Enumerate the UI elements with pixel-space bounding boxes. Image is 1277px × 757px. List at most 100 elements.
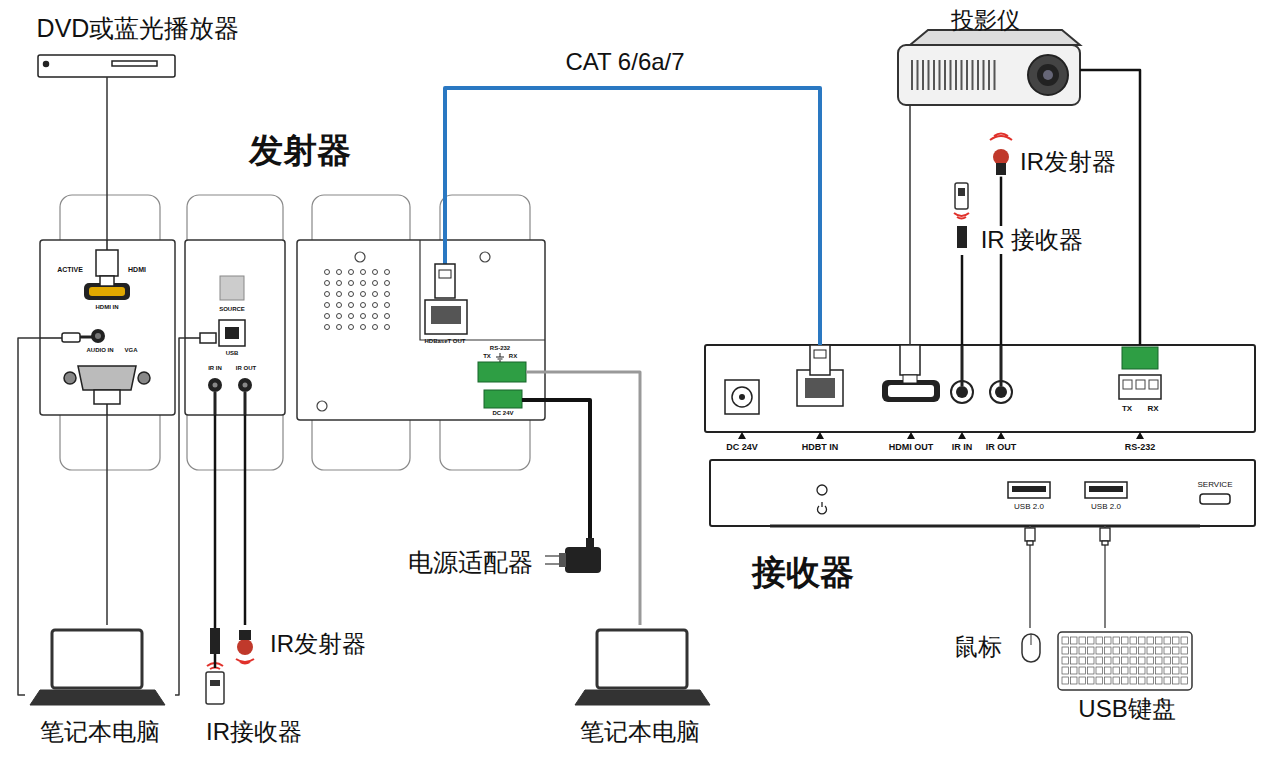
speaker-holes [337, 292, 342, 297]
usb-keyboard [1122, 637, 1129, 644]
port-label: AUDIO IN [87, 347, 114, 354]
laptop [575, 690, 710, 705]
projector [972, 60, 974, 90]
usb-keyboard [1139, 647, 1146, 654]
audio-jack [95, 333, 101, 339]
projector [961, 60, 963, 90]
rj45-port [797, 345, 843, 406]
ir-jack [213, 383, 218, 388]
wall-plate [297, 240, 545, 420]
ir-jack [995, 386, 1007, 398]
hdmi-plug [106, 240, 108, 250]
hdmi-port [89, 287, 125, 296]
speaker-holes [373, 281, 378, 286]
usb-keyboard [1088, 637, 1095, 644]
projector [988, 60, 990, 90]
usb-keyboard [1164, 647, 1171, 654]
port-label: IR IN [952, 442, 973, 452]
usb-keyboard [1113, 647, 1120, 654]
speaker-holes [385, 270, 390, 275]
usb-keyboard [1096, 657, 1103, 664]
usb-keyboard [1164, 677, 1171, 684]
port-label: VGA [124, 347, 137, 354]
usb-keyboard [1062, 637, 1069, 644]
usb-keyboard [1164, 657, 1171, 664]
projector [966, 60, 968, 90]
port-label: HDMI OUT [889, 442, 934, 452]
usb-keyboard [1088, 667, 1095, 674]
usb-plug [185, 337, 200, 339]
power-indicator [817, 485, 827, 514]
speaker-holes [349, 314, 354, 319]
ir-receiver-device [206, 672, 224, 704]
projector [950, 60, 952, 90]
usb-keyboard [1156, 657, 1163, 664]
service-port [1200, 494, 1230, 504]
vga-port [64, 372, 76, 384]
rs232-terminal [1123, 380, 1132, 389]
cable [961, 255, 964, 345]
vga-plug [106, 404, 108, 415]
usb-keyboard [1122, 677, 1129, 684]
usb-keyboard [1164, 637, 1171, 644]
cable [106, 415, 108, 625]
usb-keyboard [1139, 667, 1146, 674]
speaker-holes [325, 270, 390, 330]
ir-emitter: IR发射器 [985, 122, 1130, 177]
usb-ir-wall-plate: SOURCEUSBIR INIR OUT [185, 240, 285, 415]
usb-keyboard [1105, 657, 1112, 664]
usb-keyboard [1105, 637, 1112, 644]
speaker-holes [373, 292, 378, 297]
speaker-holes [361, 270, 366, 275]
usb-keyboard [1096, 647, 1103, 654]
usb-keyboard [1071, 647, 1078, 654]
ir-receiver-device [210, 680, 220, 686]
port-label: USB [226, 350, 239, 357]
panel-divider [420, 240, 545, 340]
hdbaset-wall-plate: HDBaseT OUTRS-232TXRXDC 24V [297, 240, 545, 420]
rs232-terminal [1119, 347, 1161, 399]
usb-keyboard [1130, 637, 1137, 644]
usb-keyboard [1079, 657, 1086, 664]
audio-plug [62, 333, 80, 342]
projector [898, 45, 1080, 105]
usb-keyboard [1096, 637, 1103, 644]
usb-keyboard [1105, 667, 1112, 674]
hdmi-plug [100, 276, 114, 286]
usb-keyboard [1139, 637, 1146, 644]
port-label: TX [1122, 404, 1132, 413]
cable [1000, 177, 1003, 345]
power-indicator [817, 502, 826, 514]
ir-receiver-device [955, 183, 968, 209]
vga-port [64, 366, 150, 390]
device-label: 笔记本电脑 [580, 718, 700, 746]
usb-plug [1100, 528, 1110, 541]
receiver-front-panel: USB 2.0USB 2.0SERVICE [710, 460, 1255, 526]
usb-keyboard [1113, 637, 1120, 644]
ir-cable [244, 392, 247, 415]
rj45-port [805, 378, 835, 398]
rj45-port [431, 306, 461, 324]
usb-keyboard [1079, 677, 1086, 684]
vga-port [138, 372, 150, 384]
ir-receiver-device [954, 183, 969, 248]
rj45-port [810, 345, 830, 375]
usb-keyboard [1164, 667, 1171, 674]
usb-b-port [225, 327, 239, 339]
audio-jack [91, 329, 105, 343]
ground-symbol [496, 353, 504, 361]
usb-keyboard [1062, 647, 1069, 654]
usb-keyboard [1181, 657, 1188, 664]
speaker-holes [385, 292, 390, 297]
ir-jack [238, 378, 252, 392]
usb-plug [1025, 528, 1110, 545]
device-label: USB键盘 [1078, 695, 1175, 723]
receiver-group: 接收器DC 24VHDBT INHDMI OUTIR INIR OUTRS-23… [700, 340, 1265, 598]
rj45-plug [435, 240, 455, 298]
speaker-holes [337, 303, 342, 308]
port-label: SOURCE [219, 306, 245, 313]
port-label: SERVICE [1198, 480, 1233, 489]
speaker-holes [325, 303, 330, 308]
speaker-holes [325, 325, 330, 330]
hdmi-port [900, 345, 920, 375]
